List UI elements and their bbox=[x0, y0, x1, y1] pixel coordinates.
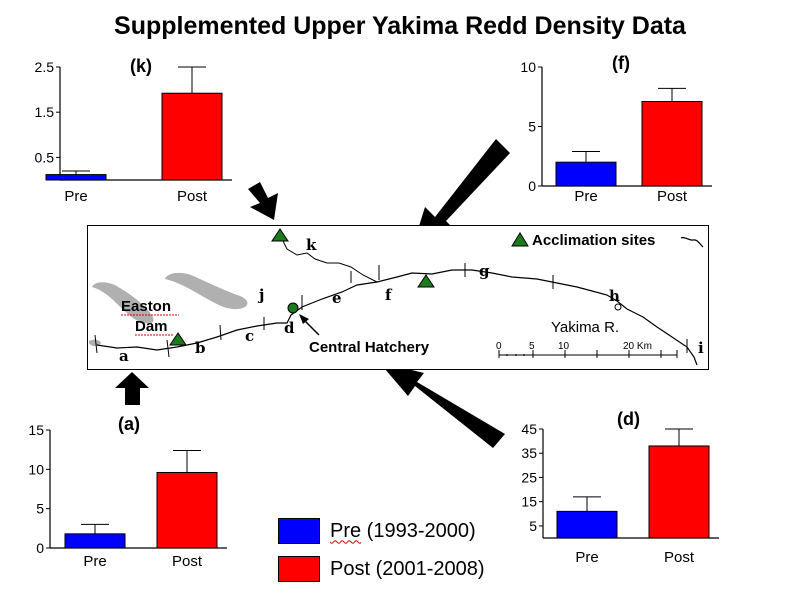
h-site-marker bbox=[614, 303, 622, 311]
lake-kachess bbox=[165, 272, 248, 310]
y-tick-label-k-0: 0.5 bbox=[35, 149, 55, 165]
dam-label: Dam bbox=[135, 318, 168, 335]
panel-label-f: (f) bbox=[612, 53, 630, 73]
category-label-k-post: Post bbox=[177, 188, 208, 205]
bar-d-pre bbox=[556, 510, 618, 539]
legend-label-pre-word: Pre bbox=[330, 519, 362, 542]
acclimation-site-f bbox=[417, 274, 435, 288]
central-hatchery-label: Central Hatchery bbox=[309, 339, 430, 356]
y-tick-label-d-1: 15 bbox=[521, 494, 537, 510]
panel-label-d: (d) bbox=[617, 409, 640, 429]
y-tick-label-d-2: 25 bbox=[521, 469, 537, 485]
acclimation-site-k bbox=[271, 228, 289, 242]
y-tick-label-k-1: 1.5 bbox=[35, 104, 55, 120]
y-tick-label-a-3: 15 bbox=[28, 422, 44, 438]
y-tick-label-a-2: 10 bbox=[28, 461, 44, 477]
reach-label-h: h bbox=[609, 287, 620, 305]
category-label-a-pre: Pre bbox=[83, 553, 106, 570]
legend-item-pre: Pre (1993-2000) bbox=[278, 518, 476, 544]
legend-label-pre: Pre (1993-2000) bbox=[330, 520, 476, 543]
panel-label-a: (a) bbox=[118, 414, 140, 434]
acclimation-site-b bbox=[169, 332, 187, 346]
lake-small bbox=[89, 339, 101, 346]
category-label-a-post: Post bbox=[172, 553, 203, 570]
legend-item-post: Post (2001-2008) bbox=[278, 556, 485, 582]
scale-label-20: 20 Km bbox=[623, 341, 652, 352]
reach-label-f: f bbox=[385, 286, 393, 304]
acclimation-legend-triangle bbox=[511, 232, 529, 247]
category-label-f-pre: Pre bbox=[574, 188, 597, 205]
legend-label-post: Post (2001-2008) bbox=[330, 557, 485, 580]
bar-f-post bbox=[641, 101, 703, 187]
lake-easton bbox=[92, 282, 154, 324]
reach-label-d: d bbox=[284, 319, 295, 337]
y-tick-label-k-2: 2.5 bbox=[35, 59, 55, 75]
river-map-svg: 0 5 10 20 Km a b c d e f g h i j k Easto… bbox=[87, 225, 709, 370]
reach-label-g: g bbox=[479, 262, 490, 280]
page-title: Supplemented Upper Yakima Redd Density D… bbox=[114, 12, 686, 40]
reach-label-a: a bbox=[119, 347, 129, 365]
legend-label-pre-rest: (1993-2000) bbox=[361, 519, 476, 542]
panel-label-k: (k) bbox=[130, 56, 152, 76]
y-tick-label-a-0: 0 bbox=[36, 540, 44, 556]
reach-label-k: k bbox=[306, 236, 317, 254]
y-tick-label-d-0: 5 bbox=[529, 518, 537, 534]
reach-label-i: i bbox=[698, 339, 704, 357]
scale-bar bbox=[498, 350, 678, 358]
legend-swatch-post bbox=[278, 556, 320, 582]
category-label-f-post: Post bbox=[657, 188, 688, 205]
scale-label-0: 0 bbox=[496, 341, 502, 352]
category-label-d-pre: Pre bbox=[575, 549, 598, 566]
y-tick-label-f-2: 10 bbox=[520, 59, 536, 75]
scale-label-5: 5 bbox=[529, 341, 535, 352]
river-map: 0 5 10 20 Km a b c d e f g h i j k Easto… bbox=[87, 225, 709, 370]
scale-label-10: 10 bbox=[558, 341, 570, 352]
map-frame bbox=[87, 225, 709, 370]
easton-label: Easton bbox=[121, 298, 171, 315]
reach-label-j: j bbox=[257, 286, 264, 304]
legend-swatch-pre bbox=[278, 518, 320, 544]
y-tick-label-d-3: 35 bbox=[521, 445, 537, 461]
y-tick-label-d-4: 45 bbox=[521, 421, 537, 437]
category-label-k-pre: Pre bbox=[64, 188, 87, 205]
reach-label-c: c bbox=[245, 327, 254, 345]
arrow-to-k bbox=[248, 182, 278, 220]
arrow-to-d bbox=[379, 362, 505, 448]
river-label: Yakima R. bbox=[551, 319, 619, 336]
arrow-to-a bbox=[115, 372, 149, 405]
y-tick-label-f-0: 0 bbox=[528, 178, 536, 194]
central-hatchery-marker bbox=[287, 302, 299, 314]
legend-squiggle-icon bbox=[680, 236, 704, 248]
bar-d-post bbox=[648, 445, 710, 539]
legend: Pre (1993-2000) Post (2001-2008) bbox=[278, 518, 528, 588]
acclimation-legend-label: Acclimation sites bbox=[532, 232, 655, 249]
tributary-k bbox=[278, 234, 378, 283]
reach-label-e: e bbox=[332, 289, 342, 307]
reach-label-b: b bbox=[195, 339, 206, 357]
y-tick-label-f-1: 5 bbox=[528, 119, 536, 135]
bar-k-post bbox=[161, 92, 223, 181]
hatchery-pointer-head bbox=[299, 314, 309, 324]
y-tick-label-a-1: 5 bbox=[36, 501, 44, 517]
reach-dividers bbox=[94, 263, 688, 358]
bar-a-post bbox=[156, 471, 218, 549]
category-label-d-post: Post bbox=[664, 549, 695, 566]
yakima-river bbox=[96, 269, 698, 366]
